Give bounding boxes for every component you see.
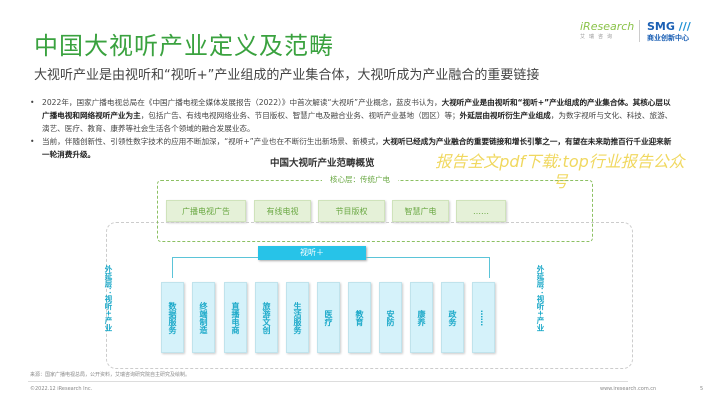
core-item: 节目版权 (318, 200, 385, 222)
plus-item: 医疗 (317, 282, 340, 353)
core-item: 有线电视 (254, 200, 311, 222)
plus-item: 生活服务 (286, 282, 309, 353)
plus-item: 终端制造 (192, 282, 215, 353)
copyright: ©2022.12 iResearch Inc. (30, 386, 93, 392)
page-title: 中国大视听产业定义及范畴 (34, 32, 334, 60)
side-label-left: 外延层：视听+产业 (104, 265, 113, 332)
plus-item: 政务 (441, 282, 464, 353)
bullet-item: 2022年，国家广播电视总局在《中国广播电视全媒体发展报告（2022）》中首次解… (28, 96, 678, 135)
plus-item: 数据服务 (161, 282, 184, 353)
core-item: 智慧广电 (392, 200, 449, 222)
bullet-item: 当前，伴随创新性、引领性数字技术的应用不断加深，“视听+”产业也在不断衍生出新场… (28, 135, 678, 161)
bullet-list: 2022年，国家广播电视总局在《中国广播电视全媒体发展报告（2022）》中首次解… (28, 96, 678, 161)
plus-item: 安防 (379, 282, 402, 353)
page-number: 5 (700, 386, 704, 392)
core-item: 广播电视广告 (166, 200, 246, 222)
side-label-right: 外延层：视听+产业 (536, 265, 545, 332)
plus-item: 直播电商 (224, 282, 247, 353)
core-layer-label: 核心层：传统广电 (322, 174, 398, 185)
core-item: …… (456, 200, 506, 222)
website-link[interactable]: www.iresearch.com.cn (600, 386, 657, 392)
footer-divider (28, 381, 628, 382)
shiting-plus-label: 视听＋ (258, 246, 366, 260)
connector-bracket (172, 257, 490, 278)
smg-logo: SMG ///商业创新中心 (647, 20, 691, 42)
plus-item: …… (472, 282, 495, 353)
page-subtitle: 大视听产业是由视听和“视听+”产业组成的产业集合体，大视听成为产业融合的重要链接 (34, 68, 540, 83)
diagram-title: 中国大视听产业范畴概览 (270, 158, 375, 169)
outer-layer-frame (106, 222, 633, 369)
logo-divider (639, 20, 640, 42)
source-note: 来源：国家广播电视总局，公开资料，艾瑞咨询研究院自主研究及绘制。 (30, 372, 191, 378)
plus-item: 教育 (348, 282, 371, 353)
plus-item: 旅游文创 (255, 282, 278, 353)
watermark: 报告全文pdf下载:top行业报告公众号 (435, 152, 685, 191)
plus-item: 康养 (410, 282, 433, 353)
